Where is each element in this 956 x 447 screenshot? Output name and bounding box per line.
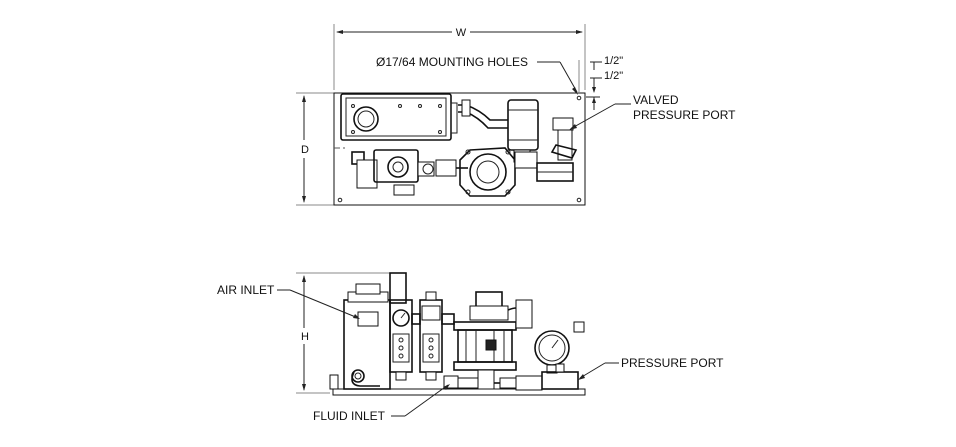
- manifold-top: [351, 149, 468, 196]
- air-inlet-callout: AIR INLET: [217, 283, 360, 319]
- pressure-port-callout: PRESSURE PORT: [578, 356, 724, 380]
- controller-box-top: [340, 93, 458, 141]
- air-inlet-label: AIR INLET: [217, 283, 275, 297]
- mounting-holes-label: Ø17/64 MOUNTING HOLES: [376, 55, 528, 69]
- depth-dimension: D: [296, 92, 334, 206]
- fluid-inlet-label: FLUID INLET: [313, 409, 386, 423]
- mounting-holes-callout: Ø17/64 MOUNTING HOLES: [376, 55, 578, 95]
- height-label: H: [301, 331, 309, 343]
- pressure-port-label: PRESSURE PORT: [621, 356, 724, 370]
- width-dimension: W: [333, 24, 586, 90]
- pump-front: [453, 291, 533, 390]
- half-inch-label-1: 1/2": [604, 55, 623, 67]
- top-view: W D 1/2" 1/2": [296, 24, 736, 206]
- valved-label-line2: PRESSURE PORT: [633, 108, 736, 122]
- pump-top: [459, 147, 574, 197]
- tank-front: [329, 272, 407, 390]
- depth-label: D: [301, 144, 309, 156]
- fluid-inlet-callout: FLUID INLET: [313, 384, 450, 423]
- valved-port-fitting: [550, 117, 578, 161]
- pressure-gauge: [534, 321, 585, 374]
- valved-label-line1: VALVED: [633, 93, 679, 107]
- half-inch-label-2: 1/2": [604, 70, 623, 82]
- hole-offset-dimensions: 1/2" 1/2": [578, 55, 623, 110]
- front-view: H: [217, 272, 724, 423]
- filter-regulator-units: [389, 291, 455, 381]
- lower-piping: [443, 363, 579, 391]
- width-label: W: [456, 27, 467, 39]
- air-inlet-fitting: [357, 311, 379, 327]
- height-dimension: H: [296, 272, 400, 394]
- valved-pressure-port-callout: VALVED PRESSURE PORT: [569, 93, 736, 130]
- base-plate-front: [332, 388, 586, 396]
